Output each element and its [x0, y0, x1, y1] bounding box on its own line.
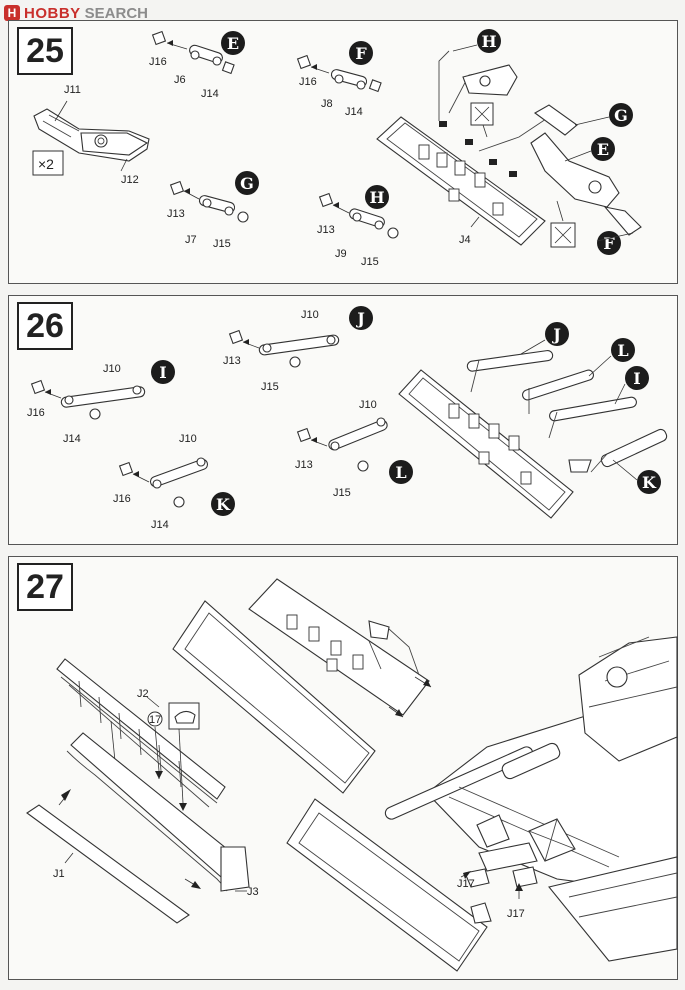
step-26-panel: 26 J10 J13 J15 J J10 J16 [8, 295, 678, 545]
badge-g-2: G [609, 103, 633, 127]
label-j14-a: J14 [63, 433, 81, 445]
badge-g-1: G [235, 171, 259, 195]
label-j15-b: J15 [333, 487, 351, 499]
label-j11: J11 [64, 84, 81, 96]
label-j13-b: J13 [295, 459, 313, 471]
part-j1-exploded [26, 804, 190, 924]
badge-j-2: J [545, 322, 569, 346]
label-j16-a: J16 [27, 407, 45, 419]
label-j12: J12 [121, 174, 139, 186]
blade-frame-assembly [398, 350, 668, 519]
label-j16-a: J16 [149, 56, 167, 68]
svg-text:I: I [159, 363, 166, 382]
label-j1: J1 [53, 868, 65, 880]
badge-k-2: K [637, 470, 661, 494]
watermark: H HOBBY SEARCH [4, 4, 148, 22]
badge-e-2: E [591, 137, 615, 161]
svg-text:H: H [481, 32, 496, 51]
callout-circle [147, 711, 163, 727]
label-j8: J8 [321, 98, 333, 110]
label-j4: J4 [459, 234, 471, 246]
label-j14-b: J14 [151, 519, 169, 531]
svg-text:H: H [369, 188, 384, 207]
badge-h-1: H [365, 185, 389, 209]
label-j10-c: J10 [179, 433, 197, 445]
step-25-panel: 25 ×2 J11 J12 J16 J6 J14 [8, 20, 678, 284]
svg-text:L: L [395, 463, 406, 482]
label-j13-a: J13 [223, 355, 241, 367]
svg-text:L: L [617, 341, 628, 360]
label-j10-b: J10 [103, 363, 121, 375]
label-j16-b: J16 [113, 493, 131, 505]
multiplier-label: ×2 [38, 156, 54, 172]
link-group-j6 [151, 30, 235, 75]
badge-i-1: I [151, 360, 175, 384]
label-j13-a: J13 [167, 208, 185, 220]
svg-text:I: I [633, 369, 640, 388]
svg-text:K: K [216, 495, 231, 514]
badge-j-1: J [349, 306, 373, 330]
tank-hull [384, 636, 678, 962]
label-j15-a: J15 [213, 238, 231, 250]
label-j10-a: J10 [301, 309, 319, 321]
watermark-brand-hobby: HOBBY [24, 4, 81, 22]
badge-f-1: F [349, 41, 373, 65]
badge-l-1: L [389, 460, 413, 484]
badge-f-2: F [597, 231, 621, 255]
svg-text:J: J [551, 325, 561, 344]
link-group-j10-j16-left [30, 379, 146, 420]
label-j17-a: J17 [457, 878, 475, 890]
label-j15-a: J15 [261, 381, 279, 393]
svg-text:K: K [642, 473, 657, 492]
badge-k-1: K [211, 492, 235, 516]
svg-text:F: F [355, 44, 367, 63]
watermark-brand-search: SEARCH [84, 4, 149, 22]
step-26-diagram: J10 J13 J15 J J10 J16 J14 I [27, 306, 668, 531]
step-number: 26 [17, 302, 73, 350]
badge-i-2: I [625, 366, 649, 390]
blade-frame-j4 [376, 50, 642, 248]
step-number: 25 [17, 27, 73, 75]
arm-assembly-j11-j12 [33, 108, 150, 162]
assembled-dozer-blade-upper [172, 578, 432, 794]
step-27-diagram: J2 17 J3 J1 [26, 578, 678, 972]
link-group-j10-j16-lower [118, 457, 209, 508]
step-number: 27 [17, 563, 73, 611]
link-group-j9 [318, 192, 399, 239]
badge-e-1: E [221, 31, 245, 55]
part-j3-exploded [66, 732, 250, 892]
svg-text:F: F [603, 234, 615, 253]
badge-h-2: H [477, 29, 501, 53]
step-27-panel: 27 J2 17 [8, 556, 678, 980]
link-group-j8 [296, 54, 382, 93]
label-j16-b: J16 [299, 76, 317, 88]
label-j13-b: J13 [317, 224, 335, 236]
assembled-dozer-blade-lower [286, 798, 492, 972]
svg-text:G: G [240, 174, 254, 193]
label-j14-b: J14 [345, 106, 363, 118]
callout-number: 17 [149, 714, 161, 726]
link-group-j10-j13-top [228, 329, 340, 368]
multiplier-box [32, 150, 64, 176]
label-j7: J7 [185, 234, 197, 246]
label-j2: J2 [137, 688, 149, 700]
watermark-logo-icon: H [4, 5, 20, 21]
label-j10-d: J10 [359, 399, 377, 411]
badge-l-2: L [611, 338, 635, 362]
link-group-j7 [169, 180, 249, 223]
label-j9: J9 [335, 248, 347, 260]
label-j3: J3 [247, 886, 259, 898]
svg-text:J: J [355, 309, 365, 328]
label-j15-b: J15 [361, 256, 379, 268]
link-group-j10-j13-middle [296, 417, 388, 472]
svg-text:G: G [614, 106, 628, 125]
label-j14-a: J14 [201, 88, 219, 100]
label-j17-b: J17 [507, 908, 525, 920]
svg-text:E: E [227, 34, 239, 53]
step-25-diagram: ×2 J11 J12 J16 J6 J14 E [32, 29, 642, 268]
label-j6: J6 [174, 74, 186, 86]
svg-text:E: E [597, 140, 609, 159]
part-j2-exploded [56, 658, 226, 808]
